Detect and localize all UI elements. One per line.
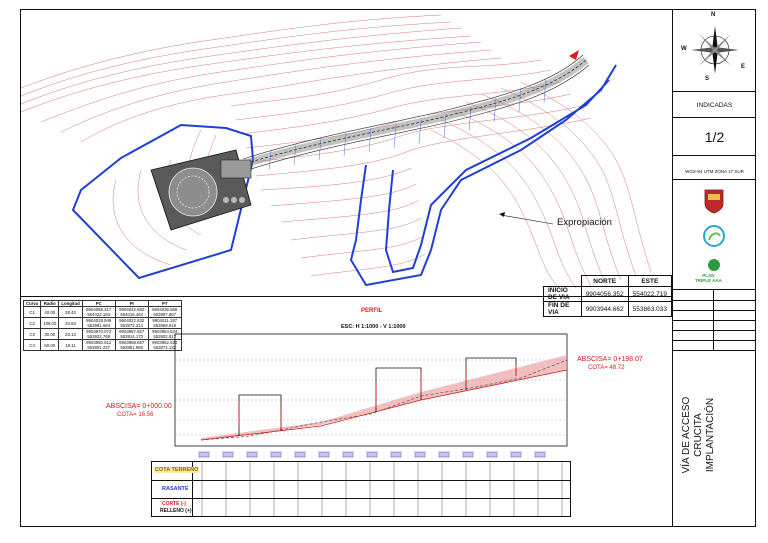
abscisa-start: ABSCISA= 0+000.00 — [106, 403, 172, 410]
curves-cell: 9903957.857 553914.170 — [114, 328, 149, 340]
plan-divider — [21, 296, 672, 297]
curves-row: C2 108.00 33.63 9904029.949 553981.684 9… — [22, 317, 182, 329]
expropiacion-label: Expropiación — [557, 217, 612, 228]
contour-lines — [21, 14, 652, 291]
curves-cell: 9904036.565 553997.867 — [147, 306, 182, 318]
curves-cell: 30.00 — [40, 328, 60, 340]
plan-view-map — [21, 14, 652, 291]
sheet-number: 1/2 — [704, 129, 725, 145]
curves-cell: C4 — [22, 339, 42, 351]
coords-row: INICIO DE VIA 9904056.352 554022.719 — [543, 286, 673, 302]
drawing-sheet: Expropiación NORTE ESTE INICIO DE VIA 99… — [20, 9, 756, 527]
coords-header — [544, 276, 582, 287]
compass-e: E — [741, 64, 746, 70]
curves-cell: 9903952.520 553874.132 — [147, 339, 182, 351]
profile-title: PERFIL — [361, 308, 383, 314]
expropiacion-leader — [500, 214, 554, 225]
curves-cell: 9903958.697 553881.980 — [114, 339, 149, 351]
curves-table: Curva Radio Longitud PC PI PT C1 40.00 2… — [22, 300, 182, 351]
municipality-seal-icon — [704, 189, 724, 214]
curves-cell: 33.63 — [58, 317, 83, 329]
coords-cell: INICIO DE VIA — [543, 286, 582, 302]
water-tank — [150, 149, 252, 231]
logos-cell: PLAN TRIPLE AAA — [673, 180, 756, 290]
curves-cell: 9904029.949 553981.684 — [81, 317, 116, 329]
curves-cell: 9903950.912 553891.237 — [81, 339, 116, 351]
curves-cell: 40.00 — [40, 306, 60, 318]
coords-row: FIN DE VIA 9903944.662 553863.033 — [543, 301, 673, 317]
curves-header: Longitud — [58, 300, 83, 307]
curves-cell: 9904011.187 553959.618 — [147, 317, 182, 329]
compass-n: N — [711, 12, 716, 18]
north-arrow-icon — [690, 26, 739, 74]
curves-cell: C1 — [22, 306, 42, 318]
data-band-ticks — [201, 462, 563, 516]
curves-cell: 9904022.832 553972.314 — [114, 317, 149, 329]
cota-terreno-label: COTA TERRENO — [154, 467, 200, 473]
curves-cell: C3 — [22, 328, 42, 340]
curves-cell: 19.11 — [58, 339, 83, 351]
curves-row: C4 60.00 19.11 9903950.912 553891.237 99… — [22, 339, 182, 351]
portoviejo-logo-icon — [703, 225, 725, 247]
cota-end: COTA= 48.72 — [588, 365, 625, 371]
curves-cell: 28.42 — [58, 306, 83, 318]
rasante-label: RASANTE — [162, 486, 189, 492]
start-marker — [569, 50, 579, 60]
plan-triple-aaa-logo-icon — [708, 259, 720, 271]
coords-cell: 553863.033 — [627, 301, 673, 317]
longitudinal-profile — [174, 333, 568, 447]
coordinates-table: NORTE ESTE INICIO DE VIA 9904056.352 554… — [543, 275, 673, 317]
station-markers — [198, 451, 546, 458]
coords-cell: 9904056.352 — [580, 286, 629, 302]
cota-start: COTA= 16.56 — [117, 412, 154, 418]
scale-cell: INDICADAS — [673, 92, 756, 118]
datum-value: WGS-84 UTM ZONA 17 SUR — [685, 169, 744, 174]
curves-cell: C2 — [22, 317, 42, 329]
curves-row: C1 40.00 28.42 9904055.317 554022.193 99… — [22, 306, 182, 318]
revision-grid — [673, 290, 756, 351]
title-block: N S W E INDICADAS 1/2 WGS-84 UTM ZONA 17… — [672, 10, 756, 526]
curves-header: Curva — [22, 300, 42, 307]
road-alignment — [239, 54, 590, 172]
scale-value: INDICADAS — [696, 102, 733, 109]
profile-data-band: COTA TERRENO RASANTE CORTE (-) RELLENO (… — [151, 461, 571, 517]
curves-row: C3 30.00 23.13 9903970.072 553922.769 99… — [22, 328, 182, 340]
relleno-label: RELLENO (+) — [160, 508, 192, 514]
curves-cell: 9904042.882 554016.464 — [114, 306, 149, 318]
coords-header: ESTE — [627, 275, 673, 287]
station-ticks — [268, 77, 547, 171]
curves-cell: 23.13 — [58, 328, 83, 340]
datum-cell: WGS-84 UTM ZONA 17 SUR — [673, 156, 756, 180]
coords-cell: FIN DE VIA — [543, 301, 582, 317]
triple-aaa-logo-text: PLAN TRIPLE AAA — [695, 273, 722, 283]
compass-w: W — [681, 46, 687, 52]
coords-cell: 554022.719 — [627, 286, 673, 302]
coords-header-row: NORTE ESTE — [544, 275, 673, 287]
drawing-area: Expropiación NORTE ESTE INICIO DE VIA 99… — [21, 10, 673, 526]
compass-s: S — [705, 76, 710, 82]
abscisa-end: ABSCISA= 0+198.07 — [577, 356, 643, 363]
sheet-number-cell: 1/2 — [673, 118, 756, 156]
curves-cell: 60.00 — [40, 339, 60, 351]
corte-label: CORTE (-) — [162, 501, 186, 507]
curves-cell: 108.00 — [40, 317, 60, 329]
curves-cell: 9903970.072 553922.769 — [81, 328, 116, 340]
coords-header: NORTE — [580, 275, 629, 287]
north-arrow-cell: N S W E — [673, 10, 756, 92]
profile-scale: ESC: H 1:1000 - V 1:1000 — [341, 324, 406, 330]
curves-cell: 9904055.317 554022.193 — [81, 306, 116, 318]
project-title: VÍA DE ACCESO CRUCITA IMPLANTACIÓN — [681, 396, 716, 474]
coords-cell: 9903944.662 — [580, 301, 629, 317]
